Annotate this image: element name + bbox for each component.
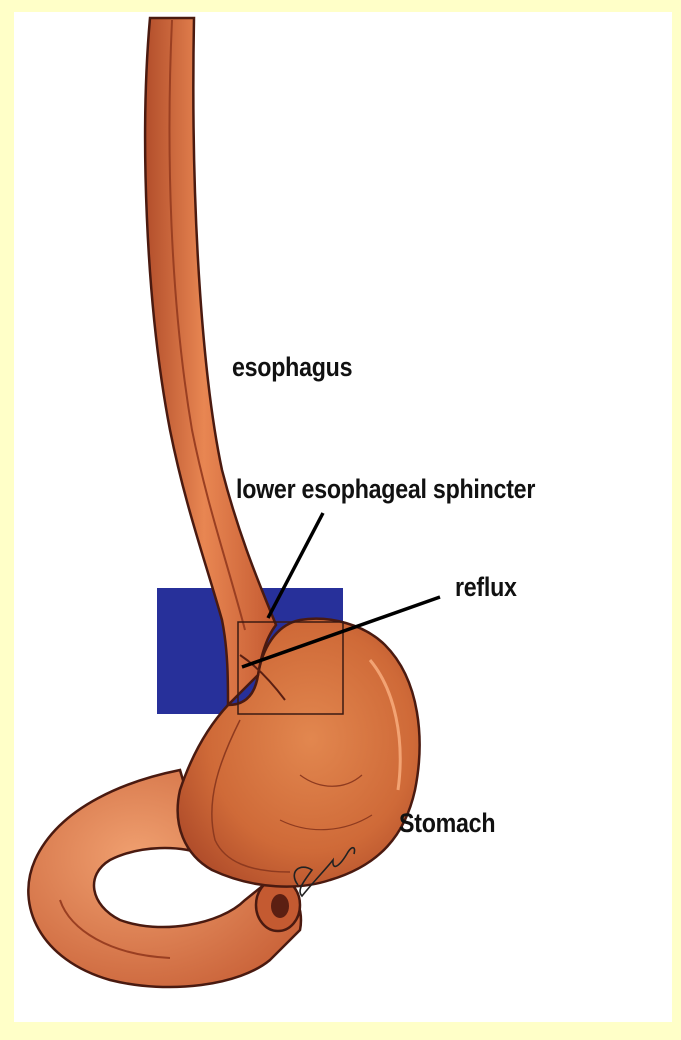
label-stomach: Stomach <box>399 808 495 839</box>
label-esophagus: esophagus <box>232 352 352 383</box>
label-reflux: reflux <box>455 572 517 603</box>
label-lower-esophageal-sphincter: lower esophageal sphincter <box>236 474 535 505</box>
pylorus-lumen <box>271 894 289 918</box>
